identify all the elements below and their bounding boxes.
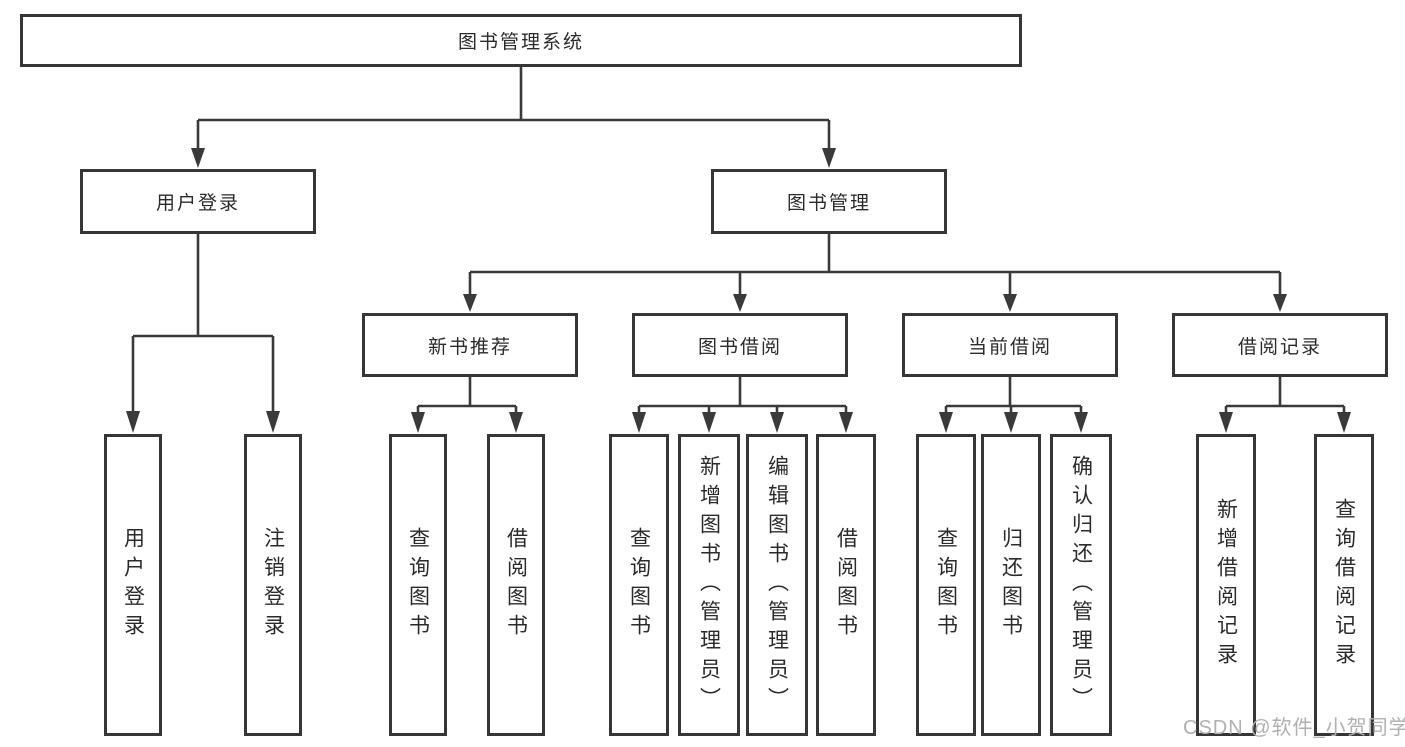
node-book-management: 图书管理 xyxy=(711,169,947,234)
leaf-confirm-return-admin: 确认归还（管理员） xyxy=(1050,434,1112,736)
node-root: 图书管理系统 xyxy=(20,14,1022,67)
node-user-login: 用户登录 xyxy=(80,169,316,234)
leaf-add-borrow-record: 新增借阅记录 xyxy=(1196,434,1256,736)
leaf-add-book-admin: 新增图书（管理员） xyxy=(678,434,740,736)
leaf-borrow-books-recommend: 借阅图书 xyxy=(487,434,545,736)
node-borrow-records: 借阅记录 xyxy=(1172,313,1388,377)
node-new-book-recommend: 新书推荐 xyxy=(362,313,578,377)
leaf-return-book: 归还图书 xyxy=(981,434,1041,736)
watermark: CSDN @软件_小贺同学 xyxy=(1183,717,1405,739)
leaf-user-login: 用户登录 xyxy=(104,434,162,736)
leaf-query-books-recommend: 查询图书 xyxy=(389,434,447,736)
node-current-borrow: 当前借阅 xyxy=(902,313,1118,377)
leaf-logout: 注销登录 xyxy=(244,434,302,736)
leaf-edit-book-admin: 编辑图书（管理员） xyxy=(746,434,808,736)
leaf-query-borrow-record: 查询借阅记录 xyxy=(1314,434,1374,736)
node-book-borrow: 图书借阅 xyxy=(632,313,848,377)
leaf-query-books-current: 查询图书 xyxy=(916,434,976,736)
leaf-query-books-borrow: 查询图书 xyxy=(609,434,669,736)
leaf-borrow-books: 借阅图书 xyxy=(816,434,876,736)
